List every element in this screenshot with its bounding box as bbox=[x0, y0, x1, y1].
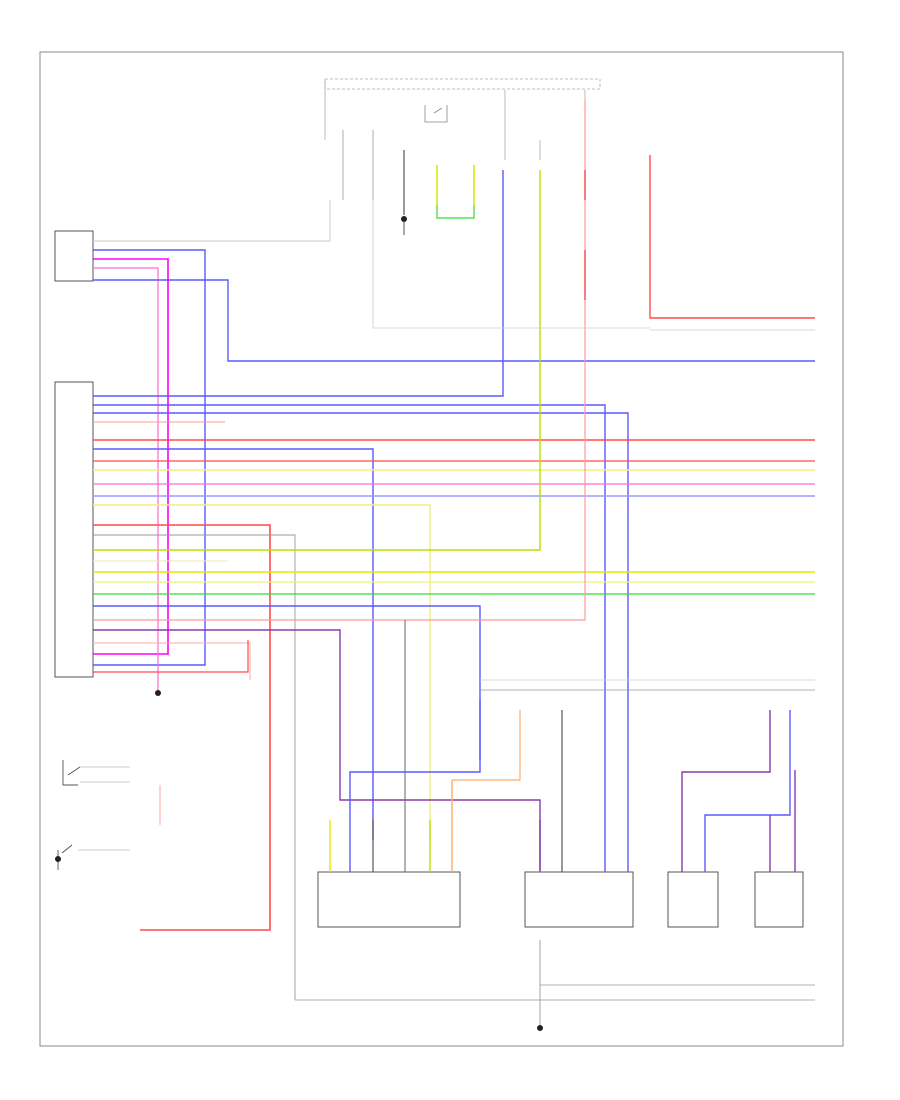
ground-point bbox=[155, 690, 161, 696]
main-body-ecu bbox=[54, 381, 94, 678]
courtesy-light-switch bbox=[62, 760, 130, 786]
wire-blue-loop bbox=[349, 700, 481, 820]
lock-motor-box bbox=[667, 871, 719, 928]
motor-pin-wire bbox=[704, 710, 791, 872]
wire-magenta bbox=[93, 258, 169, 655]
wire-violet-down bbox=[93, 629, 541, 870]
wire-red-short bbox=[93, 640, 249, 673]
wire-gray-dotted bbox=[372, 200, 650, 329]
left-front-door-lock-motor bbox=[317, 620, 521, 928]
switch-outline bbox=[62, 760, 78, 786]
wire-red-top bbox=[649, 155, 815, 319]
ground-point bbox=[537, 1025, 543, 1031]
wire-magenta bbox=[93, 267, 159, 690]
receiver-box bbox=[54, 230, 94, 282]
left-rear-door-lock-motor bbox=[667, 710, 791, 928]
wire-yellow-down bbox=[93, 504, 431, 840]
diagram-frame bbox=[39, 51, 844, 1047]
switch-blade bbox=[67, 766, 81, 776]
relay-contact bbox=[433, 107, 443, 114]
door-control-receiver bbox=[54, 230, 110, 282]
wire-blue-down bbox=[93, 605, 481, 760]
wire-red-loop bbox=[93, 524, 271, 931]
motor-pin-wire bbox=[681, 710, 771, 872]
wire-blue bbox=[93, 249, 206, 666]
relay-symbol bbox=[424, 105, 448, 123]
wire-yelgreen-up bbox=[93, 170, 541, 551]
lock-motor-box bbox=[754, 871, 804, 928]
right-front-door-lock-motor bbox=[524, 640, 634, 928]
wire-blue-lock bbox=[93, 170, 504, 397]
right-rear-door-lock-motor bbox=[754, 770, 804, 928]
wire-green-loop bbox=[436, 165, 475, 219]
wire-pink-short bbox=[93, 642, 251, 680]
junction-block-outline bbox=[324, 78, 601, 90]
wire-gray-down bbox=[93, 534, 296, 1000]
junction-block-fuses bbox=[324, 78, 601, 235]
lock-motor-box bbox=[317, 871, 461, 928]
lock-motor-box bbox=[524, 871, 634, 928]
wire-blue bbox=[93, 412, 629, 640]
left-front-door-key-switch bbox=[55, 785, 161, 870]
wire-blue bbox=[93, 404, 606, 640]
wire-blue-receiver bbox=[93, 279, 815, 362]
switch-blade bbox=[61, 844, 73, 854]
ecu-box bbox=[54, 381, 94, 678]
wire-orange-loop bbox=[452, 710, 521, 781]
switch-contact bbox=[55, 856, 61, 862]
wire-blue-down bbox=[93, 448, 374, 840]
ground-point bbox=[401, 216, 407, 222]
wire-red-up bbox=[93, 100, 586, 621]
wire-gray bbox=[93, 200, 331, 242]
